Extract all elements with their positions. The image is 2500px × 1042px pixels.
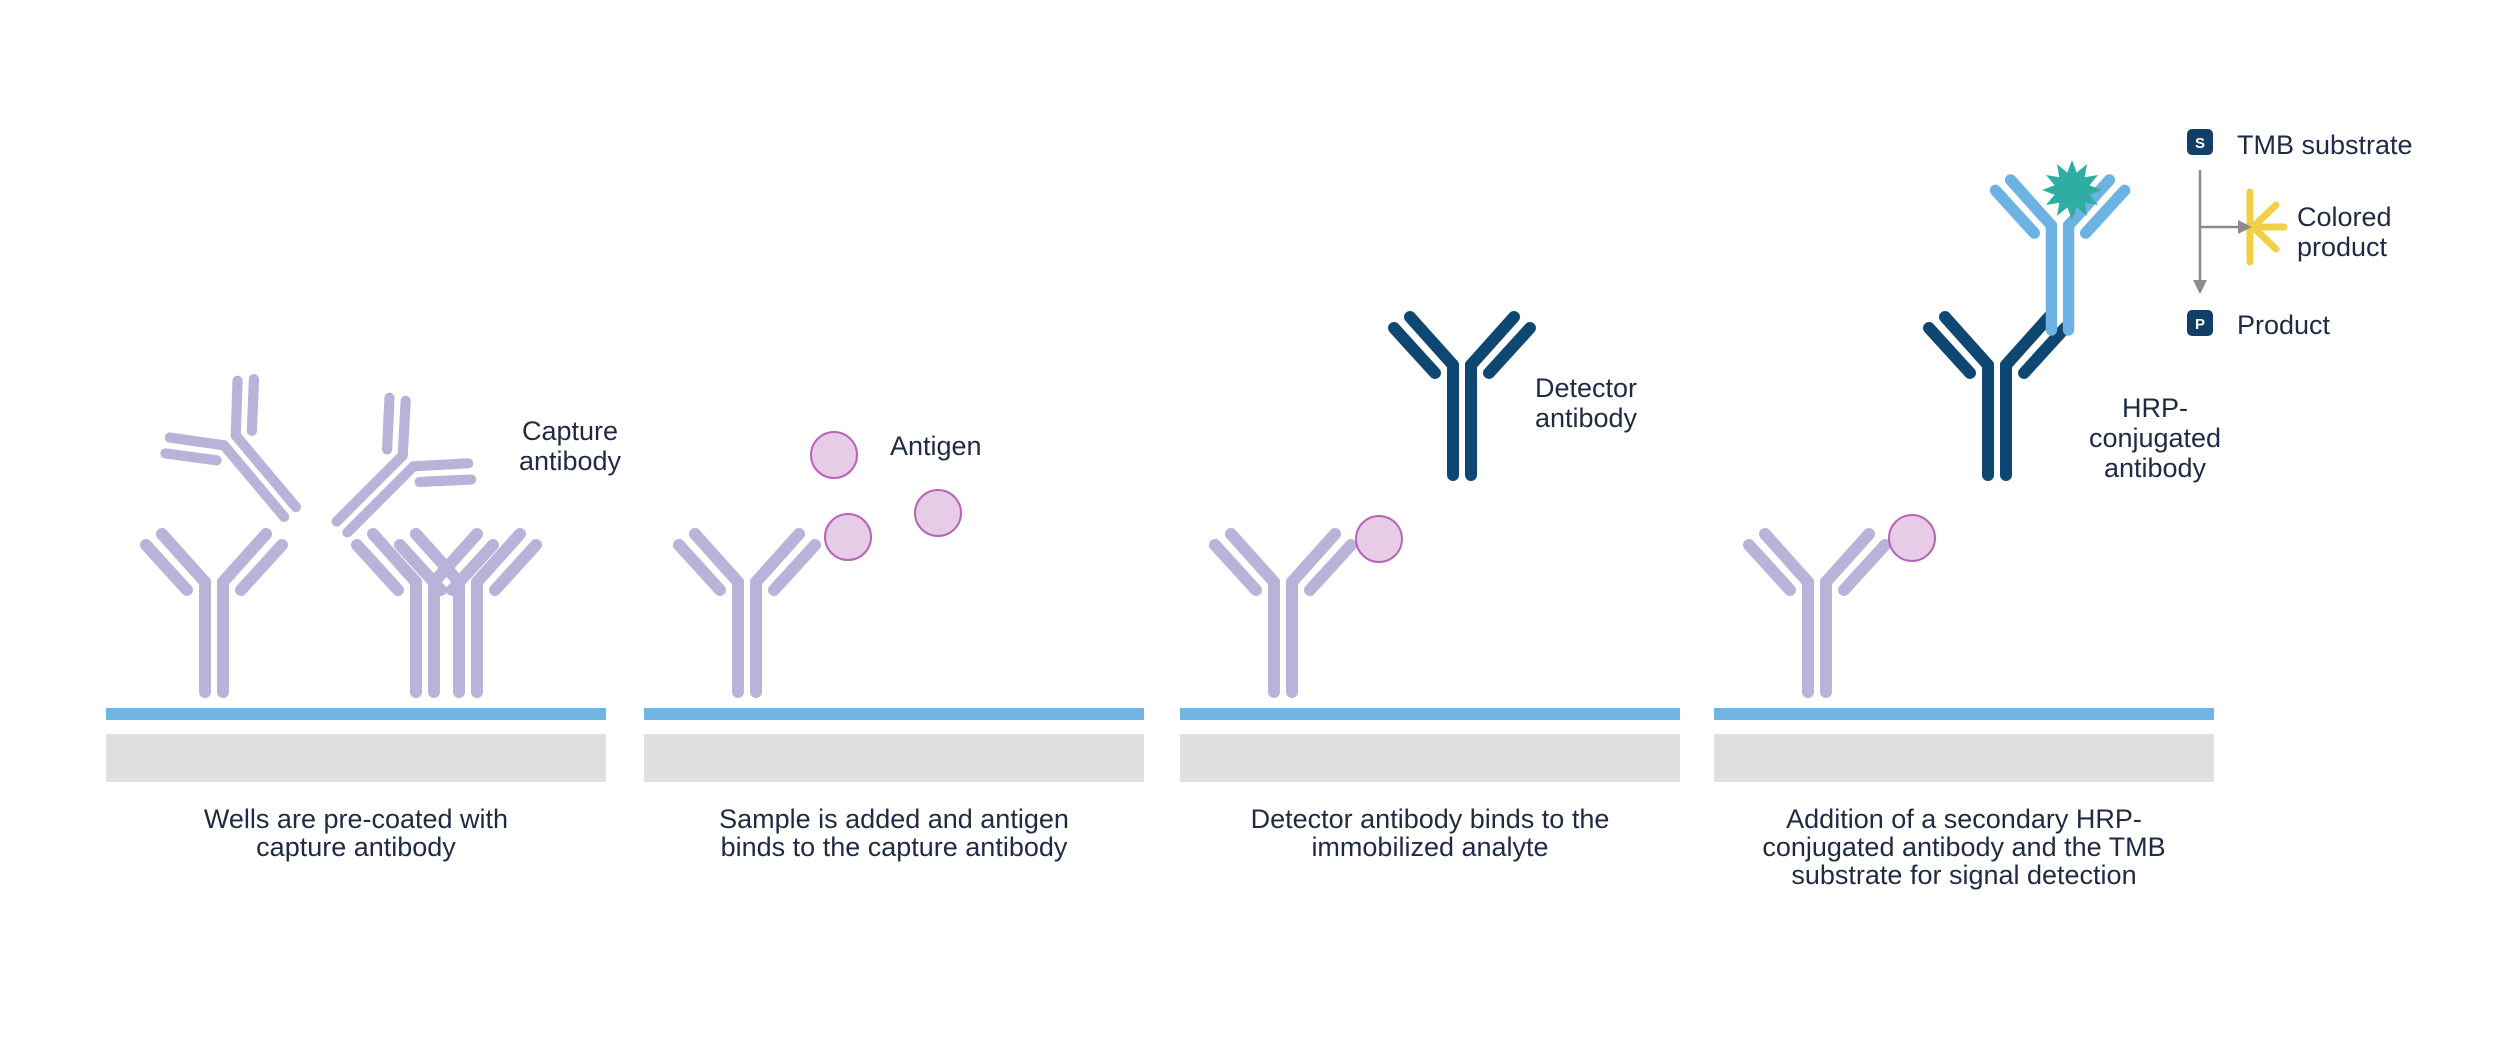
plate-base: [1714, 734, 2214, 782]
plate-3: [1180, 708, 1680, 782]
plate-coating-line: [1714, 708, 2214, 720]
product-label: Product: [2237, 310, 2331, 340]
plate-4: [1714, 708, 2214, 782]
plate-base: [644, 734, 1144, 782]
p-badge-letter: P: [2195, 316, 2205, 333]
step-4-caption: Addition of a secondary HRP- conjugated …: [1762, 804, 2166, 890]
capture-antibody: [1743, 528, 1891, 698]
plate-1: [106, 708, 606, 782]
step-2-caption: Sample is added and antigen binds to the…: [719, 804, 1069, 862]
antigen-label: Antigen: [890, 431, 982, 461]
capture-antibody-free: [331, 392, 477, 538]
capture-antibody: [1209, 528, 1357, 698]
colored-product-label: Colored product: [2297, 202, 2392, 262]
step-3-caption: Detector antibody binds to the immobiliz…: [1250, 804, 1610, 862]
capture-antibody: [351, 528, 499, 698]
colored-product-icon: [2246, 188, 2288, 266]
capture-antibody: [394, 528, 542, 698]
antigen-bound: [1888, 514, 1936, 562]
detector-antibody: [1923, 311, 2071, 481]
p-badge: [2187, 310, 2213, 336]
tmb-substrate-label: TMB substrate: [2237, 130, 2413, 160]
arrow-head-right: [2238, 220, 2252, 234]
s-badge: [2187, 129, 2213, 155]
antigen-bound: [1355, 515, 1403, 563]
detector-antibody: [1388, 311, 1536, 481]
s-badge-letter: S: [2195, 135, 2205, 152]
arrow-head-down: [2193, 280, 2207, 294]
plate-coating-line: [644, 708, 1144, 720]
plate-coating-line: [1180, 708, 1680, 720]
capture-antibody-label: Capture antibody: [518, 416, 622, 476]
detector-antibody-label: Detector antibody: [1534, 373, 1638, 433]
plate-coating-line: [106, 708, 606, 720]
capture-antibody-free: [160, 374, 301, 523]
capture-antibody: [673, 528, 821, 698]
plate-base: [1180, 734, 1680, 782]
capture-antibody: [140, 528, 288, 698]
hrp-antibody-label: HRP- conjugated antibody: [2088, 393, 2222, 483]
plate-base: [106, 734, 606, 782]
antigen-free: [914, 489, 962, 537]
reaction-arrows: [2198, 170, 2240, 282]
antigen-free: [810, 431, 858, 479]
step-1-caption: Wells are pre-coated with capture antibo…: [203, 804, 509, 862]
antigen-bound: [824, 513, 872, 561]
plate-2: [644, 708, 1144, 782]
hrp-enzyme-icon: [2042, 160, 2102, 220]
